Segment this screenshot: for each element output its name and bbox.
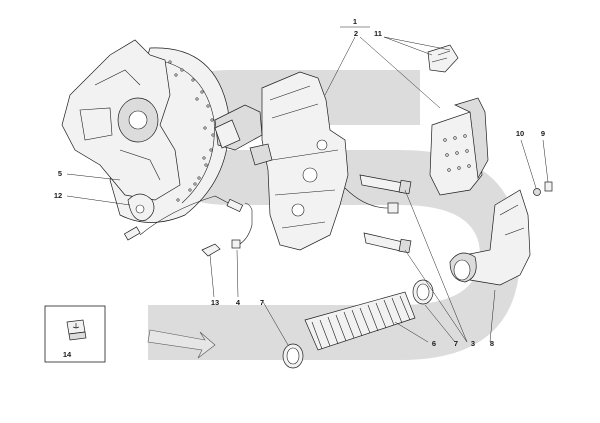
hose-retaining-clip [201, 243, 221, 257]
callout-7-left: 7 [260, 298, 264, 307]
callout-13: 13 [211, 298, 219, 307]
pad-rivets [443, 134, 471, 172]
disc-cross-drill-holes [168, 60, 215, 202]
bleed-screw [544, 181, 553, 192]
callout-5: 5 [58, 169, 62, 178]
bleed-screw-cap [533, 188, 541, 196]
direction-arrow [147, 329, 216, 359]
callout-4: 4 [236, 298, 241, 307]
callout-12: 12 [54, 191, 62, 200]
corrugated-cooling-hose [304, 291, 416, 351]
anti-rattle-spring [427, 44, 459, 73]
leader-lines [66, 26, 549, 346]
callout-14: 14 [63, 350, 72, 359]
callout-3: 3 [471, 339, 475, 348]
callout-9: 9 [541, 129, 545, 138]
callout-7-right: 7 [454, 339, 458, 348]
callout-11: 11 [374, 29, 382, 38]
callout-10: 10 [516, 129, 524, 138]
brake-disc-and-hub-carrier [61, 39, 230, 223]
callout-8: 8 [490, 339, 494, 348]
inset-box-part-14 [44, 305, 106, 363]
hand-pointer-icon [66, 319, 87, 341]
brake-caliper [214, 71, 349, 251]
brake-hose [123, 195, 244, 241]
brake-pads [429, 97, 489, 196]
callout-labels: 1 2 11 10 9 5 12 13 4 7 6 7 3 8 14 [54, 17, 545, 359]
hose-clamp-left [282, 343, 304, 369]
caliper-bolts [359, 174, 412, 254]
pad-wear-sensor [344, 187, 399, 214]
brake-pipe [231, 202, 253, 249]
brake-cooling-air-duct [449, 189, 531, 286]
callout-2: 2 [354, 29, 358, 38]
callout-6: 6 [432, 339, 436, 348]
callout-1: 1 [353, 17, 357, 26]
hose-clamp-right [412, 279, 434, 305]
